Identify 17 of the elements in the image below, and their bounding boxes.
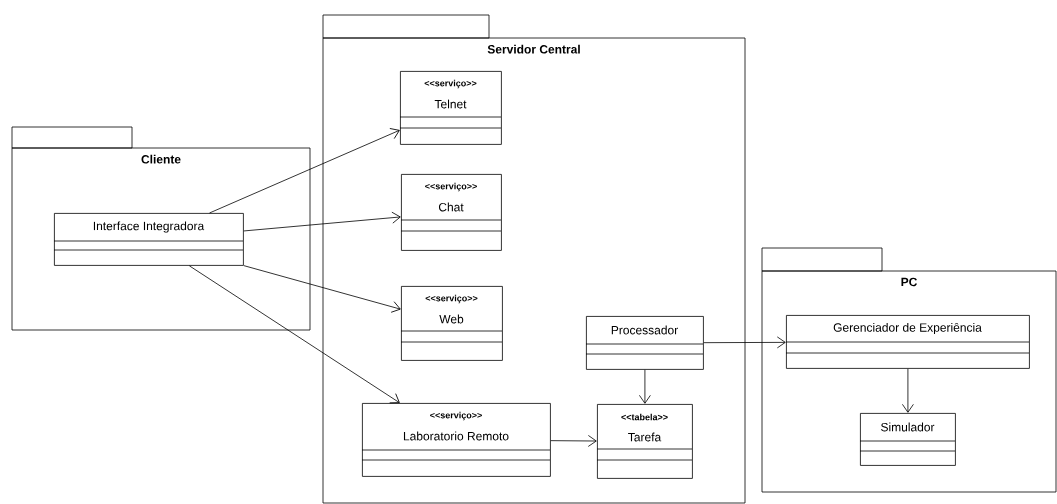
arrow	[703, 336, 786, 349]
class-box: <<serviço>> Laboratorio Remoto	[361, 403, 551, 477]
class-box: Simulador	[859, 413, 956, 466]
class-box: <<serviço>> Telnet	[399, 71, 502, 145]
class-box: Interface Integradora	[53, 213, 244, 266]
class-box: Processador	[585, 316, 704, 370]
arrow	[639, 369, 651, 404]
arrow	[243, 265, 401, 313]
class-box: <<serviço>> Web	[400, 286, 503, 361]
arrow	[902, 368, 914, 413]
class-box: <<tabela>> Tarefa	[596, 404, 693, 479]
arrow	[550, 435, 597, 447]
class-box: Gerenciador de Experiência	[785, 315, 1030, 369]
arrow	[188, 265, 400, 404]
arrow	[209, 128, 400, 214]
class-box: <<serviço>> Chat	[400, 174, 502, 251]
arrow	[243, 211, 401, 232]
